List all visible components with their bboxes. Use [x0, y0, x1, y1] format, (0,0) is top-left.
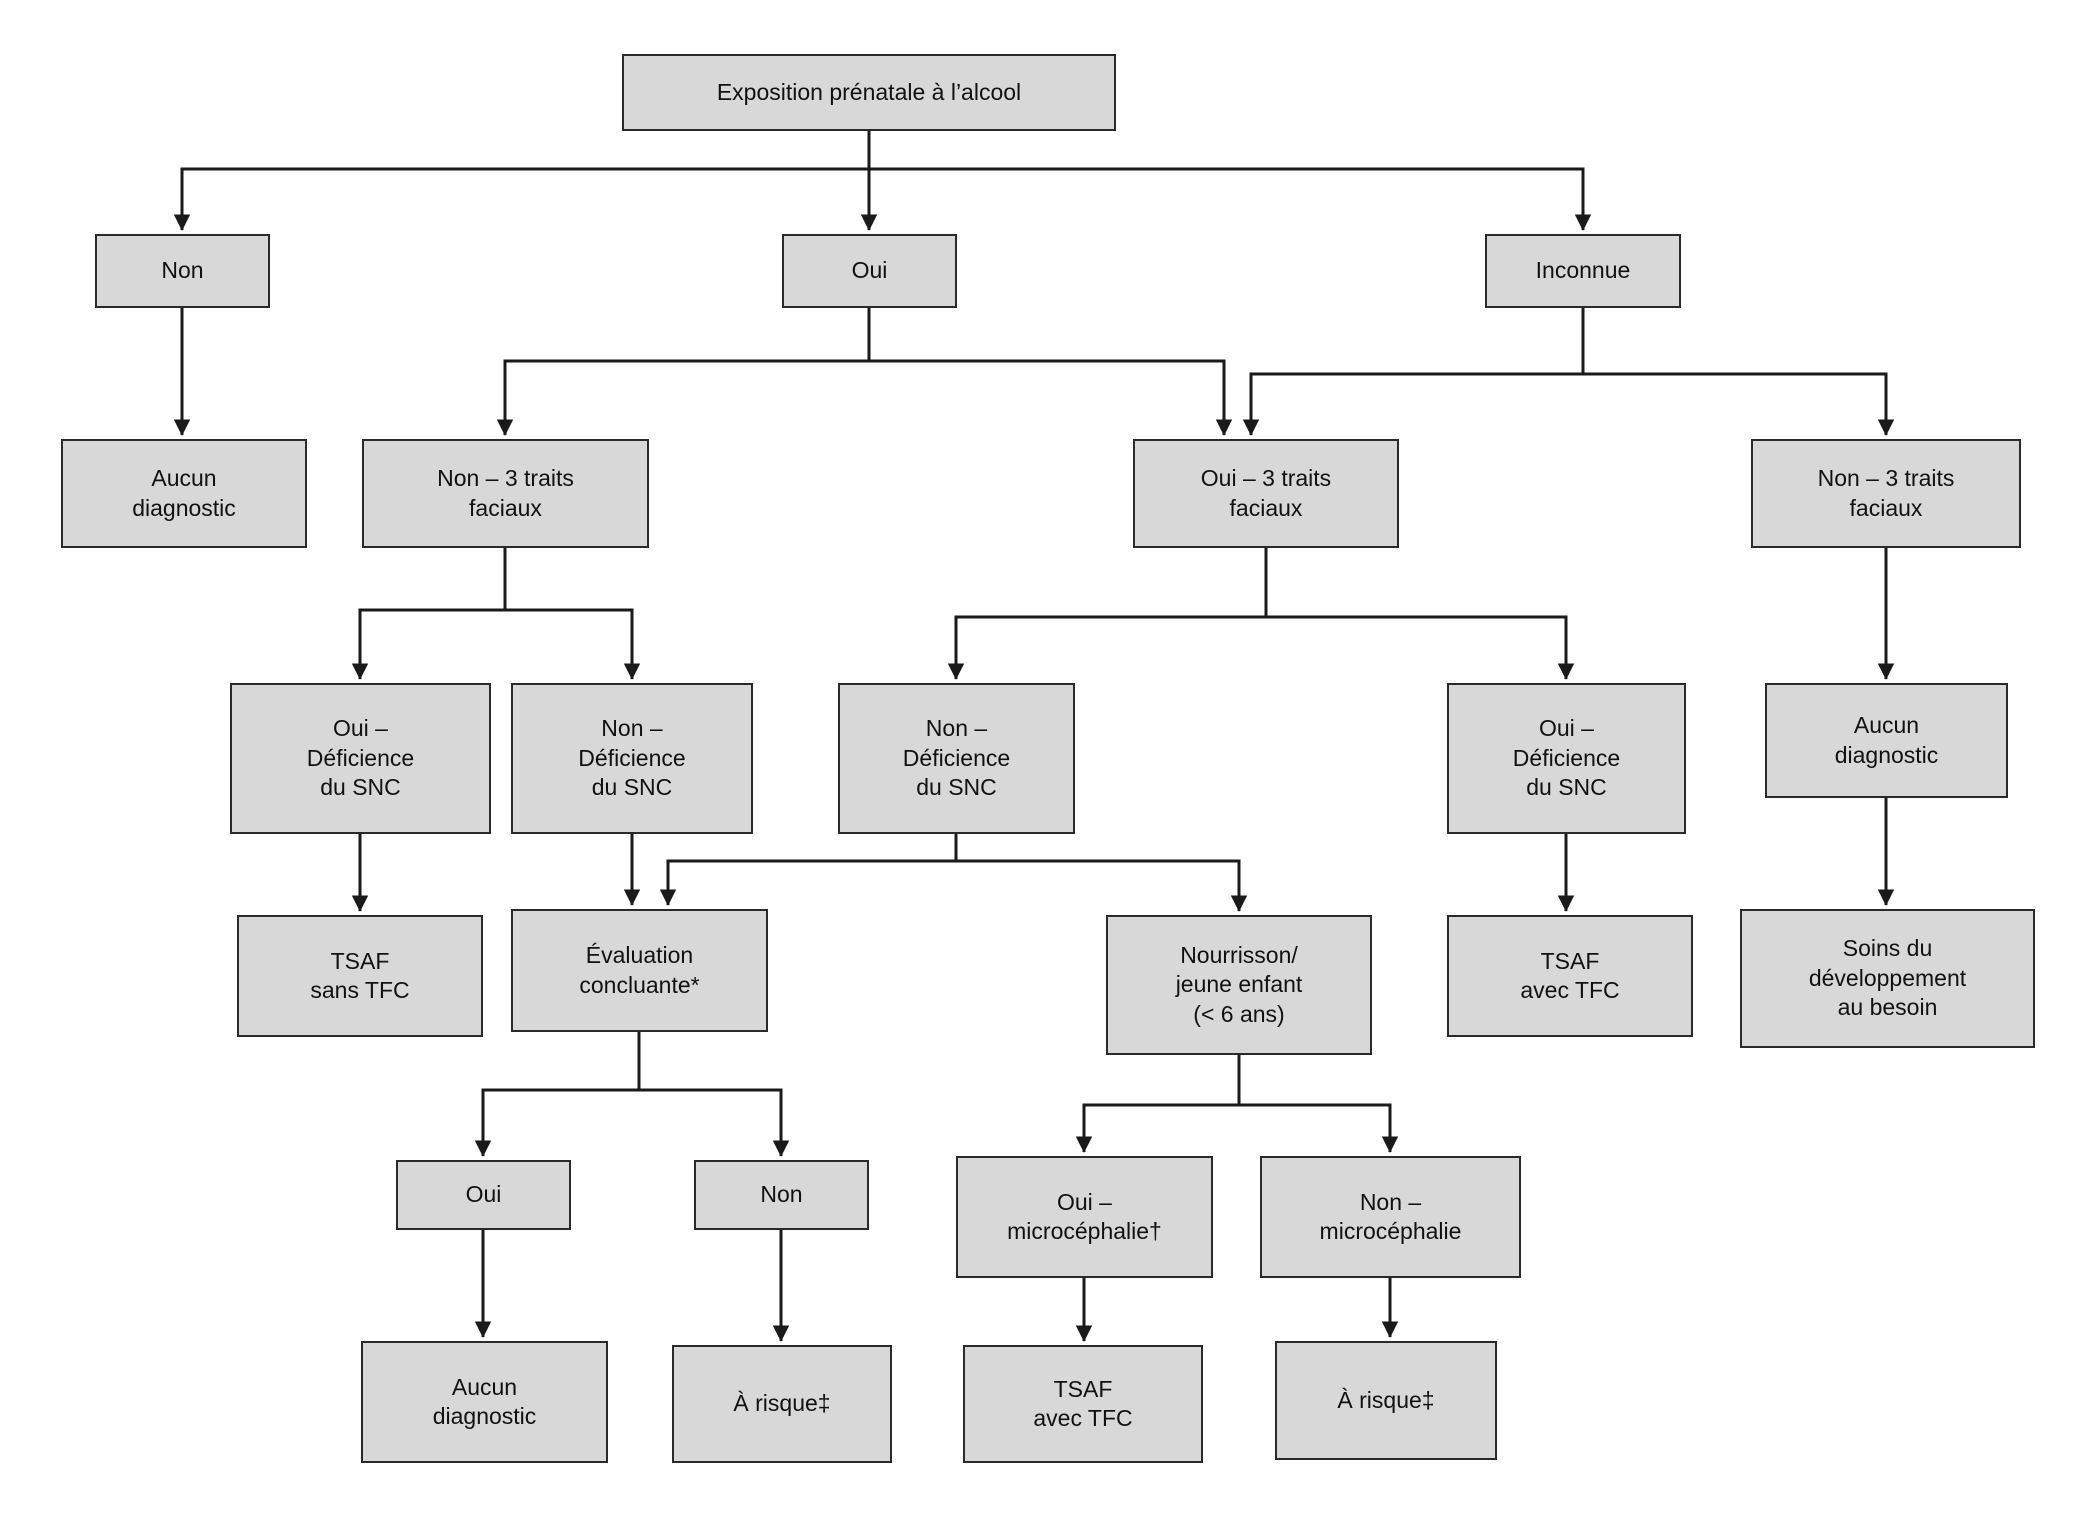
edge-oui1-oui3tf	[867, 308, 1233, 436]
node-inconnue: Inconnue	[1485, 234, 1681, 308]
node-exposition-prenatale: Exposition prénatale à l’alcool	[622, 54, 1116, 131]
node-oui-microcephalie: Oui – microcéphalie†	[956, 1156, 1213, 1278]
edge-evalConc-non2	[637, 1032, 790, 1157]
edge-root-inconnue	[867, 131, 1592, 231]
node-evaluation-concluante: Évaluation concluante*	[511, 909, 768, 1032]
node-oui-2: Oui	[396, 1160, 571, 1230]
node-non-3-traits-faciaux-droite: Non – 3 traits faciaux	[1751, 439, 2021, 548]
edge-oui3tf-nonSNC_c	[947, 548, 1268, 680]
edge-evalConc-oui2	[474, 1032, 641, 1157]
edge-oui3tf-ouiSNC_r	[1264, 548, 1575, 680]
edge-nourrisson-nonMicro	[1237, 1055, 1399, 1153]
node-non: Non	[95, 234, 270, 308]
node-tsaf-avec-tfc-1: TSAF avec TFC	[1447, 915, 1693, 1037]
node-aucun-diagnostic-3: Aucun diagnostic	[361, 1341, 608, 1463]
edge-inconnue-oui3tf	[1242, 308, 1585, 436]
node-non-microcephalie: Non – microcéphalie	[1260, 1156, 1521, 1278]
edge-nonSNC_c-nourrisson	[954, 834, 1248, 912]
node-oui-deficience-snc-droite: Oui – Déficience du SNC	[1447, 683, 1686, 834]
node-nourrisson-jeune-enfant: Nourrisson/ jeune enfant (< 6 ans)	[1106, 915, 1372, 1055]
edge-oui1-non3tf_l	[496, 308, 871, 436]
node-non-3-traits-faciaux-gauche: Non – 3 traits faciaux	[362, 439, 649, 548]
node-a-risque-2: À risque‡	[1275, 1341, 1497, 1460]
node-non-2: Non	[694, 1160, 869, 1230]
edge-nonSNC_c-evalConc	[659, 834, 958, 906]
node-oui: Oui	[782, 234, 957, 308]
node-non-deficience-snc-centre: Non – Déficience du SNC	[838, 683, 1075, 834]
node-tsaf-avec-tfc-2: TSAF avec TFC	[963, 1345, 1203, 1463]
node-non-deficience-snc-gauche: Non – Déficience du SNC	[511, 683, 753, 834]
node-oui-3-traits-faciaux: Oui – 3 traits faciaux	[1133, 439, 1399, 548]
edge-nourrisson-ouiMicro	[1075, 1055, 1241, 1153]
edge-non3tf_l-nonSNC_l	[503, 548, 641, 680]
edge-non3tf_l-ouiSNC_l	[351, 548, 507, 680]
node-soins-du-developpement: Soins du développement au besoin	[1740, 909, 2035, 1048]
edge-inconnue-non3tf_r	[1581, 308, 1895, 436]
node-aucun-diagnostic-2: Aucun diagnostic	[1765, 683, 2008, 798]
node-aucun-diagnostic-1: Aucun diagnostic	[61, 439, 307, 548]
edge-root-non1	[173, 131, 871, 231]
node-a-risque-1: À risque‡	[672, 1345, 892, 1463]
node-tsaf-sans-tfc: TSAF sans TFC	[237, 915, 483, 1037]
node-oui-deficience-snc-gauche: Oui – Déficience du SNC	[230, 683, 491, 834]
